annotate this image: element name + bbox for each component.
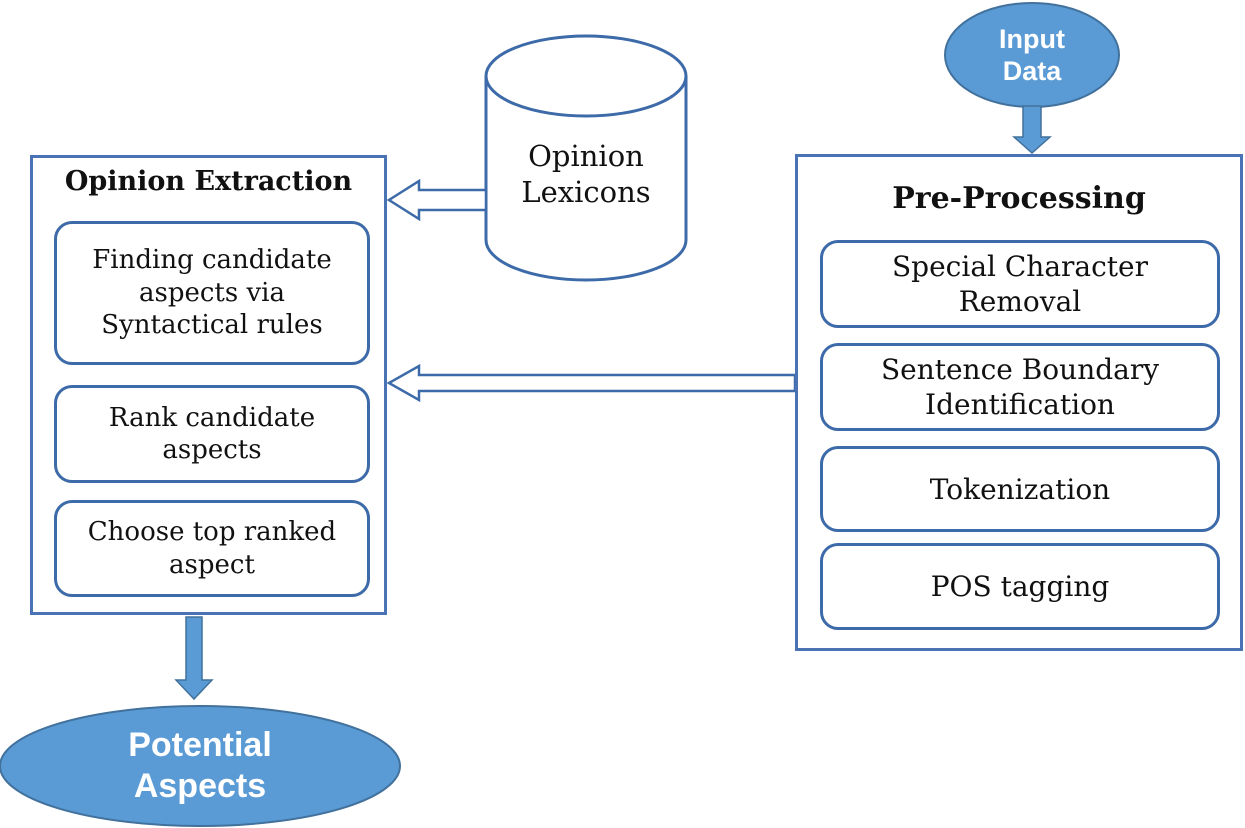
input-data-label: Input Data — [999, 23, 1065, 86]
preprocessing-step-label: POS tagging — [930, 570, 1110, 603]
preprocessing-step-tokenization: Tokenization — [820, 446, 1220, 532]
potential-aspects-ellipse — [0, 705, 401, 827]
potential-aspects-label: Potential Aspects — [128, 726, 272, 805]
opinion-step-label: Finding candidate aspects via Syntactica… — [92, 245, 332, 341]
preprocessing-step-label: Tokenization — [929, 472, 1111, 506]
opinion-extraction-title: Opinion Extraction — [64, 166, 353, 197]
arrow-preprocessing-to-extraction — [386, 363, 797, 403]
pre-processing-title: Pre-Processing — [892, 181, 1146, 216]
opinion-lexicons-label: Opinion Lexicons — [521, 139, 651, 210]
arrow-extraction-to-aspects — [174, 616, 214, 701]
opinion-lexicons-cylinder — [484, 34, 688, 282]
opinion-step-top-ranked: Choose top ranked aspect — [54, 500, 370, 597]
arrow-input-to-preprocessing — [1012, 105, 1052, 155]
opinion-step-candidate-aspects: Finding candidate aspects via Syntactica… — [54, 221, 370, 365]
preprocessing-step-pos-tagging: POS tagging — [820, 543, 1220, 630]
preprocessing-step-label: Sentence Boundary Identification — [880, 353, 1160, 421]
preprocessing-step-label: Special Character Removal — [892, 250, 1148, 318]
opinion-step-label: Rank candidate aspects — [108, 402, 316, 466]
opinion-step-label: Choose top ranked aspect — [87, 517, 337, 580]
arrow-lexicons-to-extraction — [386, 178, 488, 222]
preprocessing-step-sentence-boundary: Sentence Boundary Identification — [820, 343, 1220, 431]
opinion-step-rank-aspects: Rank candidate aspects — [54, 385, 370, 483]
preprocessing-step-special-char: Special Character Removal — [820, 240, 1220, 328]
